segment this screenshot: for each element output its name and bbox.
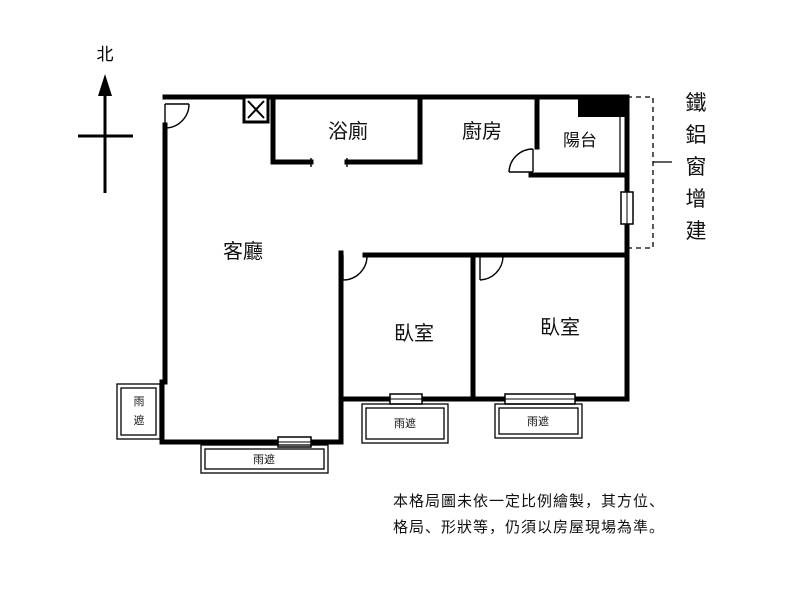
rain-shelter-living-label: 雨遮 [253, 452, 275, 466]
room-label-bedroom-a: 臥室 [394, 321, 434, 345]
extension-label-char: 窗 [686, 155, 707, 179]
room-label-bathroom: 浴廁 [328, 119, 368, 143]
balcony-utility-block [578, 97, 627, 117]
rain-shelter-left-char1: 雨 [134, 395, 145, 408]
extension-label-char: 建 [686, 219, 707, 243]
walls [159, 94, 630, 445]
extension-label-char: 鐵 [686, 91, 707, 115]
rain-shelter-bedroom-b-label: 雨遮 [527, 414, 549, 428]
extension-label-char: 增 [686, 187, 707, 211]
disclaimer-line-2: 格局、形狀等，仍須以房屋現場為準。 [393, 518, 666, 536]
rain-shelter-bedroom-a-label: 雨遮 [394, 416, 416, 430]
bedroom-b-door-icon [479, 255, 504, 281]
rain-shelter-living [200, 444, 329, 474]
compass: 北 [78, 45, 133, 193]
room-label-balcony: 陽台 [563, 131, 597, 151]
disclaimer-line-1: 本格局圖未依一定比例繪製，其方位、 [393, 492, 666, 510]
extension-dashed-outline [627, 96, 654, 249]
duct-shaft-icon [242, 95, 270, 124]
room-label-living: 客廳 [223, 239, 263, 263]
rain-shelter-left-char2: 遮 [134, 413, 145, 427]
rain-shelter-bedroom-a [361, 403, 449, 444]
north-label: 北 [97, 45, 114, 65]
room-label-kitchen: 廚房 [462, 119, 502, 143]
bedroom-a-door-icon [342, 255, 368, 281]
right-window [620, 191, 634, 225]
rain-shelters [116, 383, 583, 474]
north-arrow-icon [98, 74, 112, 96]
extension-label-char: 鋁 [686, 123, 707, 147]
balcony-door-icon [508, 148, 534, 173]
entrance-door-icon [164, 103, 190, 129]
bottom-windows [277, 393, 576, 448]
doors [164, 103, 534, 281]
rain-shelter-left [116, 383, 161, 440]
rain-shelter-bedroom-b [494, 403, 583, 439]
room-label-bedroom-b: 臥室 [540, 315, 580, 339]
